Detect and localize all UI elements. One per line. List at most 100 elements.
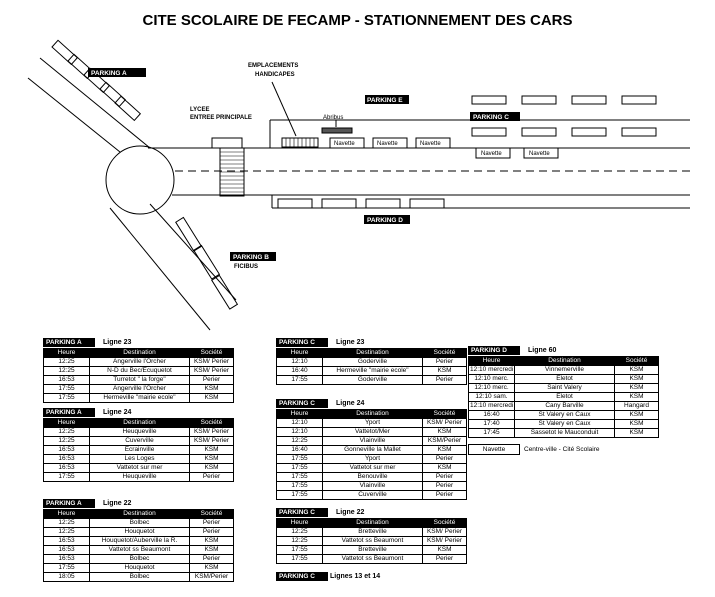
table-cell: KSM [189, 563, 234, 573]
table-cell: 12:25 [43, 427, 90, 437]
table-cell: 16:53 [43, 545, 90, 555]
table-cell: KSM [422, 427, 467, 437]
table-cell: Perier [422, 357, 467, 367]
page-title: CITE SCOLAIRE DE FECAMP - STATIONNEMENT … [142, 12, 573, 29]
table-cell: St Valery en Caux [514, 410, 615, 420]
handicap-label-1: EMPLACEMENTS [248, 63, 298, 69]
ligne-label: Ligne 23 [103, 339, 132, 346]
table-cell: Perier [422, 490, 467, 500]
table-cell: Perier [422, 472, 467, 482]
column-header: Heure [468, 356, 515, 366]
table-cell: Vattetot/Mer [322, 427, 423, 437]
parking-d-label: PARKING D [367, 217, 403, 224]
table-cell: KSM/ Perier [422, 536, 467, 546]
table-cell: Perier [189, 375, 234, 385]
table-cell: N-D du Bec/Ecuquetot [89, 366, 190, 376]
table-cell: 12:25 [276, 527, 323, 537]
table-cell: KSM/ Perier [189, 366, 234, 376]
table-cell: Sassetot le Mauconduit [514, 428, 615, 438]
table-cell: 16:53 [43, 454, 90, 464]
table-cell: Angerville l'Orcher [89, 357, 190, 367]
table-cell: Vlainville [322, 481, 423, 491]
table-cell: 16:53 [43, 463, 90, 473]
table-cell: Houquetot [89, 563, 190, 573]
table-cell: Bolbec [89, 572, 190, 582]
parking-b-label: PARKING B [233, 254, 269, 261]
table-cell: Bolbec [89, 518, 190, 528]
ligne-label: Ligne 60 [528, 347, 557, 354]
table-cell: 12:25 [276, 436, 323, 446]
table-cell: Hermeville "mairie ecole" [322, 366, 423, 376]
table-cell: 16:53 [43, 375, 90, 385]
column-header: Destination [89, 348, 190, 358]
table-cell: St Valery en Caux [514, 419, 615, 429]
table-cell: 16:53 [43, 536, 90, 546]
table-cell: KSM [189, 384, 234, 394]
ligne-label: Ligne 22 [336, 509, 365, 516]
table-cell: 16:40 [276, 445, 323, 455]
column-header: Destination [89, 509, 190, 519]
table-cell: KSM [614, 419, 659, 429]
ficibus-label: FICIBUS [234, 264, 258, 270]
parking-badge: PARKING A [43, 408, 95, 417]
table-cell: KSM [422, 545, 467, 555]
table-cell: Cany Barville [514, 401, 615, 411]
ligne-label: Ligne 22 [103, 500, 132, 507]
table-cell: Yport [322, 454, 423, 464]
table-cell: Vattetot ss Beaumont [89, 545, 190, 555]
table-cell: Perier [422, 375, 467, 385]
parking-c-label: PARKING C [473, 114, 509, 121]
table-cell: KSM [614, 428, 659, 438]
table-cell: Les Loges [89, 454, 190, 464]
table-cell: 16:53 [43, 554, 90, 564]
table-cell: KSM [189, 445, 234, 455]
table-cell: Perier [189, 554, 234, 564]
column-header: Heure [43, 348, 90, 358]
table-cell: KSM [189, 463, 234, 473]
table-cell: KSM [189, 393, 234, 403]
parking-badge: PARKING C [276, 508, 328, 517]
table-cell: Bretteville [322, 545, 423, 555]
table-cell: Turretot " la forge" [89, 375, 190, 385]
table-cell: Heuqueville [89, 427, 190, 437]
ligne-label: Ligne 24 [336, 400, 365, 407]
table-cell: KSM [422, 445, 467, 455]
column-header: Heure [276, 518, 323, 528]
table-cell: 16:40 [468, 410, 515, 420]
table-cell: Benouville [322, 472, 423, 482]
table-cell: 17:55 [43, 563, 90, 573]
footer-block: PARKING C Lignes 13 et 14 [276, 572, 466, 582]
lycee-label: LYCEE [190, 107, 209, 113]
navette-label: Navette [334, 141, 355, 147]
parking-a-label: PARKING A [91, 70, 127, 77]
column-header: Société [422, 518, 467, 528]
table-cell: KSM [614, 374, 659, 384]
table-cell: KSM/Perier [422, 436, 467, 446]
table-cell: 17:55 [276, 463, 323, 473]
table-cell: KSM [614, 365, 659, 375]
